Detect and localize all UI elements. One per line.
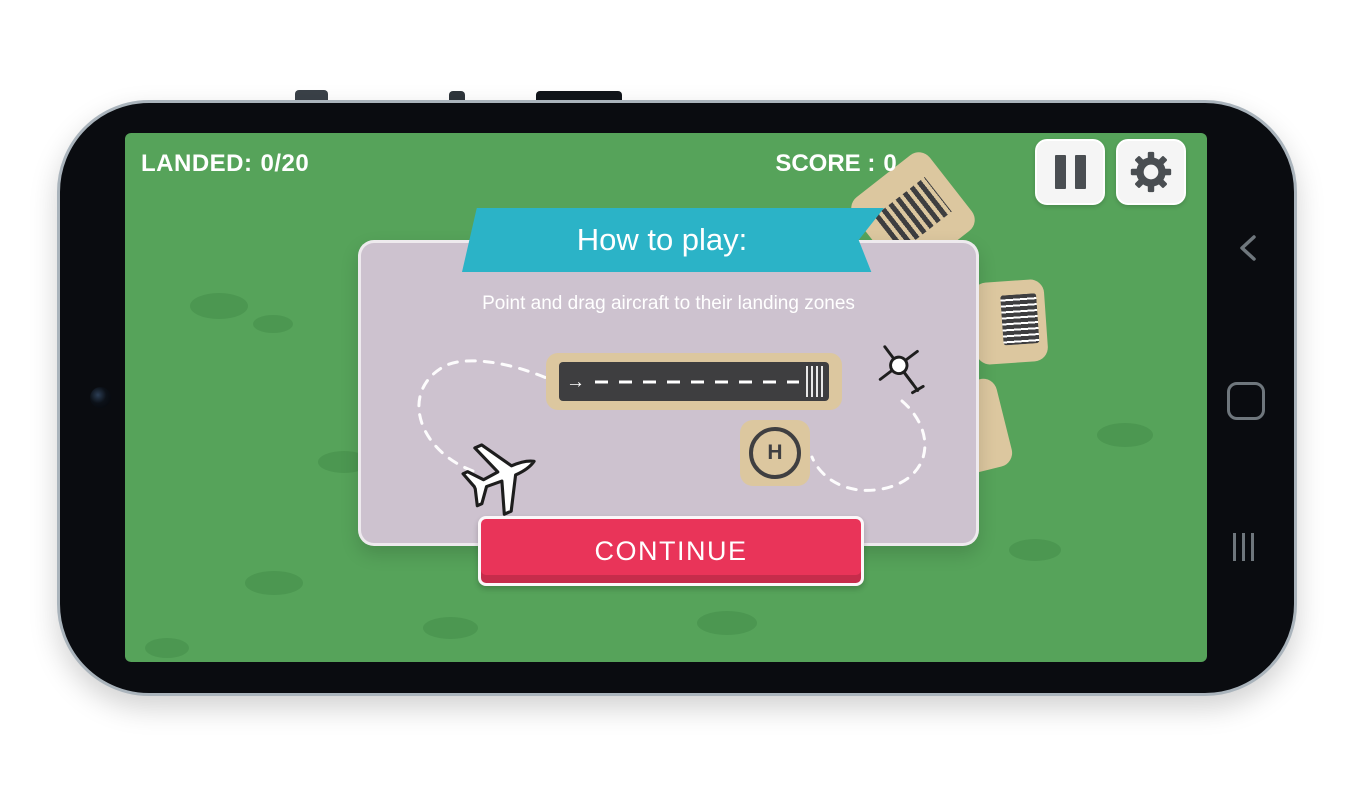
how-to-play-dialog: Point and drag aircraft to their landing… [358,240,979,586]
pause-button[interactable] [1035,139,1105,205]
game-screen: LANDED: 0/20 SCORE : 0 [125,133,1207,662]
landed-label: LANDED: [141,150,253,177]
settings-button[interactable] [1116,139,1186,205]
continue-label: CONTINUE [594,535,748,566]
grass-spot [318,451,370,473]
grass-spot [245,571,303,595]
score-value: 0 [883,150,897,177]
instruction-text: Point and drag aircraft to their landing… [482,293,855,314]
recents-icon[interactable] [1233,533,1254,561]
grass-spot [145,638,189,658]
back-icon[interactable] [1238,234,1258,262]
score-label: SCORE : [775,150,876,177]
grass-spot [253,315,293,333]
grass-spot [190,293,248,319]
helipad-circle: H [749,427,801,479]
runway-centerline [595,380,799,383]
gear-icon [1130,151,1172,193]
runway-arrow-icon: → [566,371,585,392]
landed-counter: LANDED: 0/20 [141,150,317,178]
dialog-title-ribbon: How to play: [462,208,884,272]
grass-spot [423,617,478,639]
helicopter-icon [869,337,938,403]
dialog-title: How to play: [576,222,748,257]
grass-spot [697,611,757,635]
grass-spot [1097,423,1153,447]
continue-button[interactable]: CONTINUE [478,516,864,586]
runway-tile [971,278,1049,366]
runway-threshold-marks [806,366,824,397]
helipad-graphic: H [740,420,810,486]
airplane-icon [447,421,554,530]
grass-spot [1009,539,1061,561]
runway-graphic: → [546,353,842,410]
helipad-letter: H [767,441,783,464]
runway-tile-markings [1000,293,1040,346]
front-camera-icon [90,387,111,408]
pause-icon [1054,155,1086,189]
score-counter: SCORE : 0 [735,150,945,178]
runway-asphalt: → [559,362,829,401]
home-icon[interactable] [1227,382,1265,420]
landed-value: 0/20 [260,150,310,177]
